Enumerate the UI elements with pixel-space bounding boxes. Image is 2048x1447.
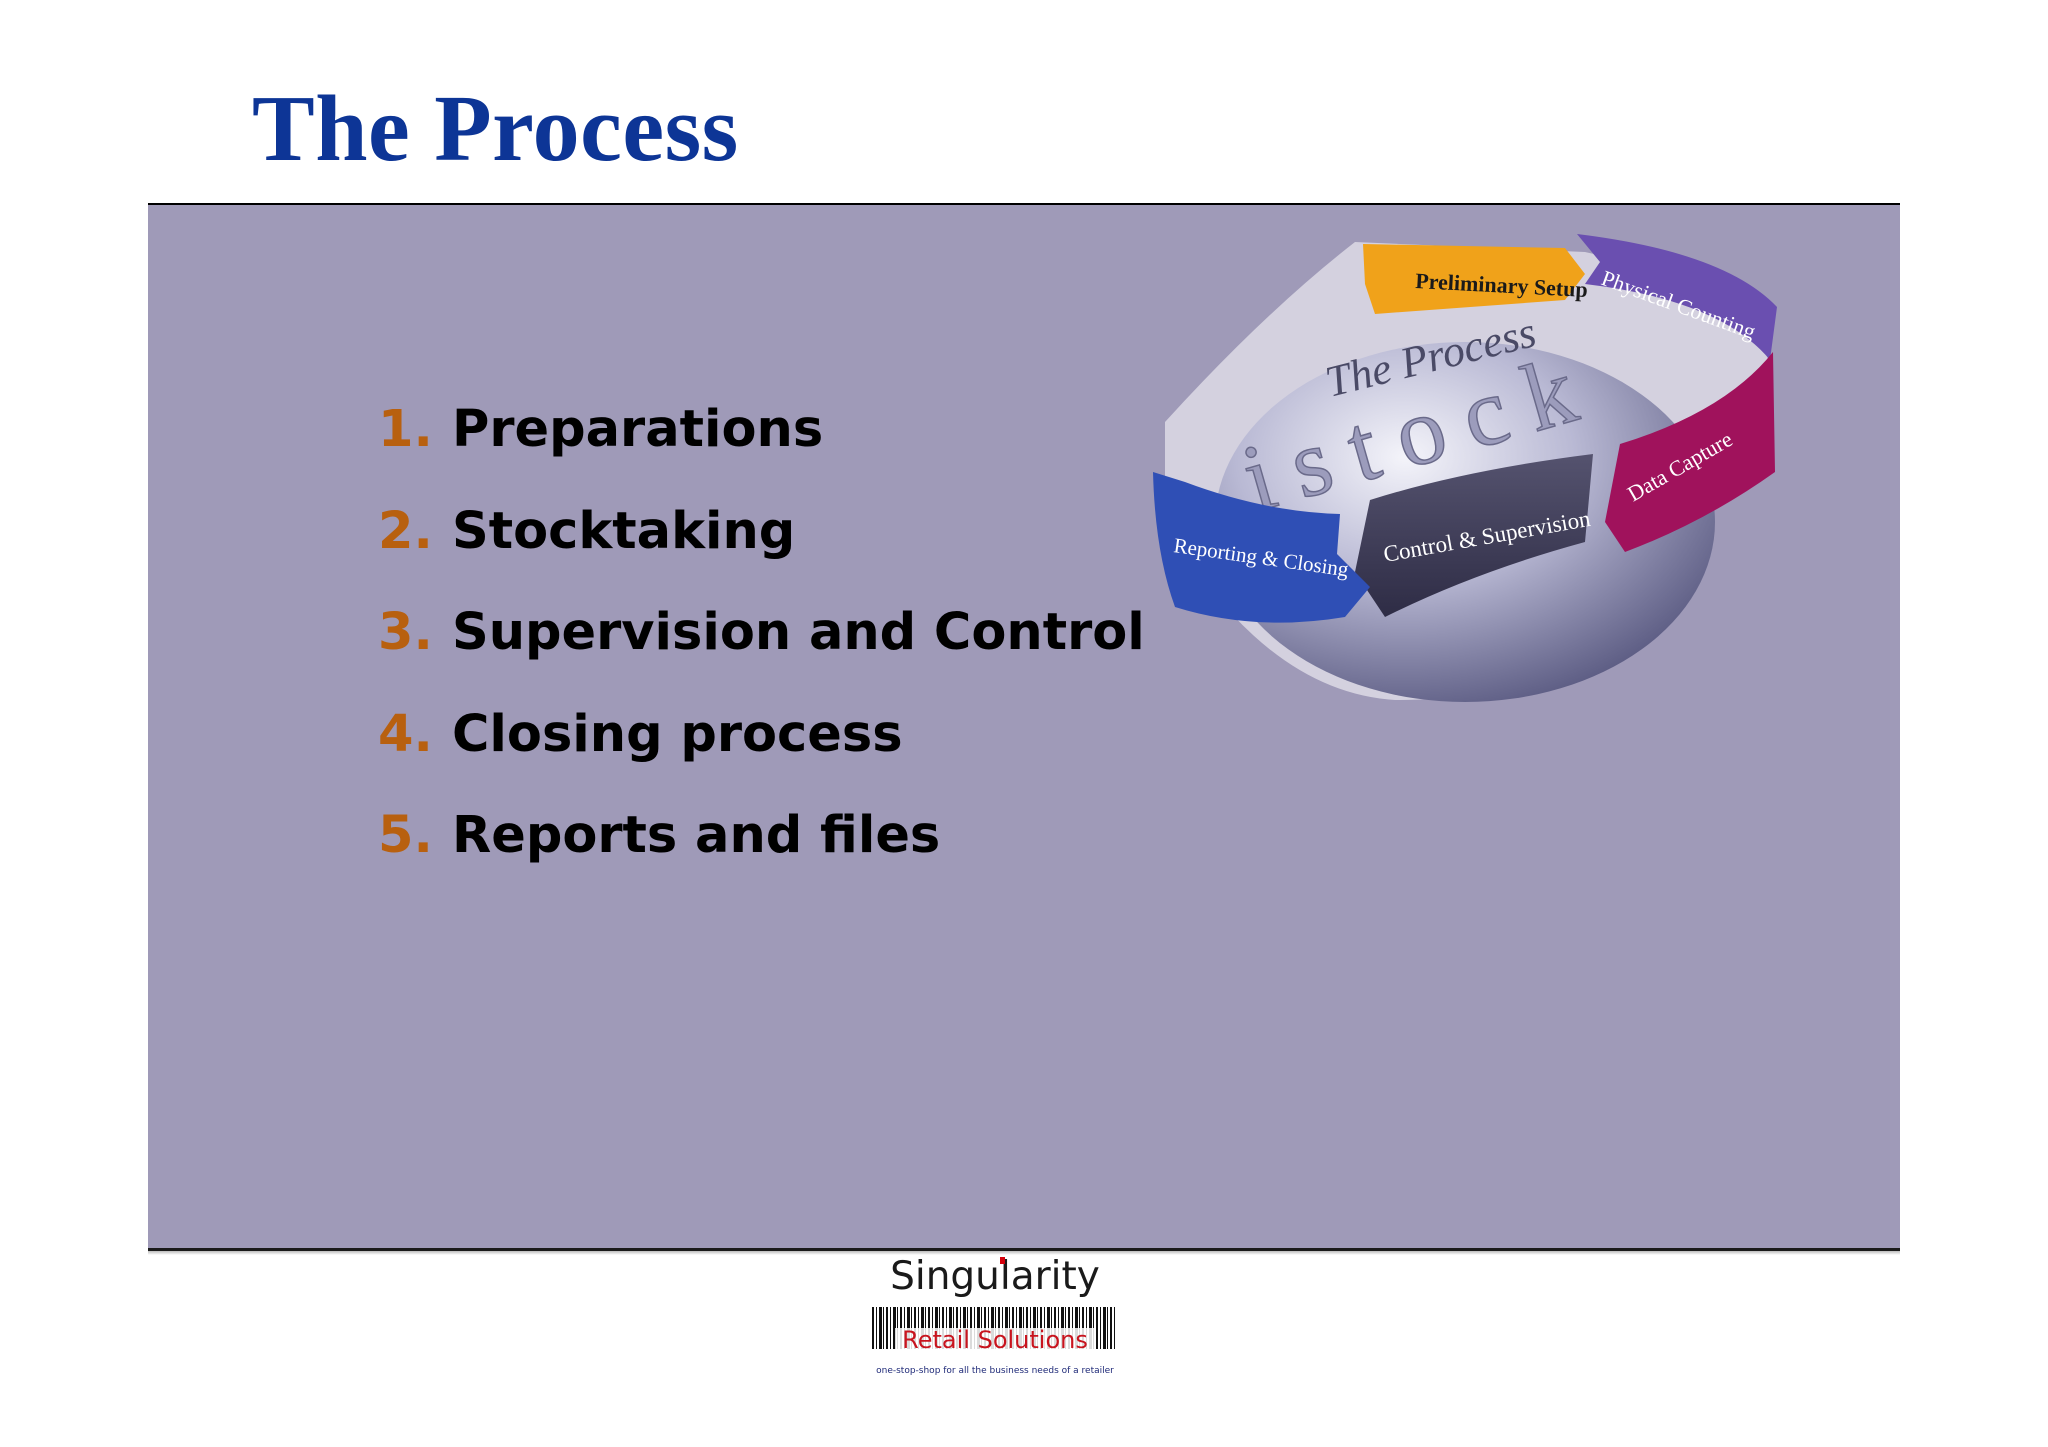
- title-divider: [148, 203, 1900, 205]
- logo-name: Singularity: [890, 1254, 1100, 1299]
- segment-reporting-closing: [1153, 472, 1370, 623]
- process-steps-list: 1. Preparations 2. Stocktaking 3. Supervisi…: [378, 395, 1145, 903]
- step-label: Stocktaking: [452, 501, 796, 561]
- slide-title: The Process: [252, 77, 739, 181]
- list-item: 1. Preparations: [378, 395, 1145, 497]
- step-number: 1.: [378, 400, 433, 459]
- step-number: 4.: [378, 704, 433, 764]
- process-cycle-graphic: The Process istock Preliminary Setup Phy…: [1145, 222, 1785, 712]
- list-item: 3. Supervision and Control: [378, 598, 1145, 700]
- logo-accent-dot: [1000, 1257, 1005, 1264]
- bottom-divider: [148, 1248, 1900, 1251]
- list-item: 4. Closing process: [378, 700, 1145, 802]
- step-number: 3.: [378, 603, 433, 662]
- step-label: Preparations: [452, 400, 824, 459]
- list-item: 2. Stocktaking: [378, 497, 1145, 599]
- segment-physical-counting: [1577, 234, 1777, 360]
- step-label: Closing process: [452, 704, 903, 764]
- step-label: Supervision and Control: [452, 603, 1145, 662]
- step-number: 5.: [378, 806, 433, 865]
- segment-control-supervision: [1355, 454, 1593, 617]
- step-label: Reports and files: [452, 806, 941, 865]
- list-item: 5. Reports and files: [378, 801, 1145, 903]
- logo-tagline: one-stop-shop for all the business needs…: [876, 1366, 1114, 1376]
- logo-subtitle: Retail Solutions: [895, 1327, 1095, 1354]
- segment-preliminary-setup: [1363, 244, 1585, 314]
- segment-data-capture: [1605, 352, 1775, 552]
- divider-shadow: [148, 1251, 1900, 1255]
- company-logo: Singularity Retail Solutions one-stop-sh…: [870, 1254, 1120, 1385]
- step-number: 2.: [378, 501, 433, 561]
